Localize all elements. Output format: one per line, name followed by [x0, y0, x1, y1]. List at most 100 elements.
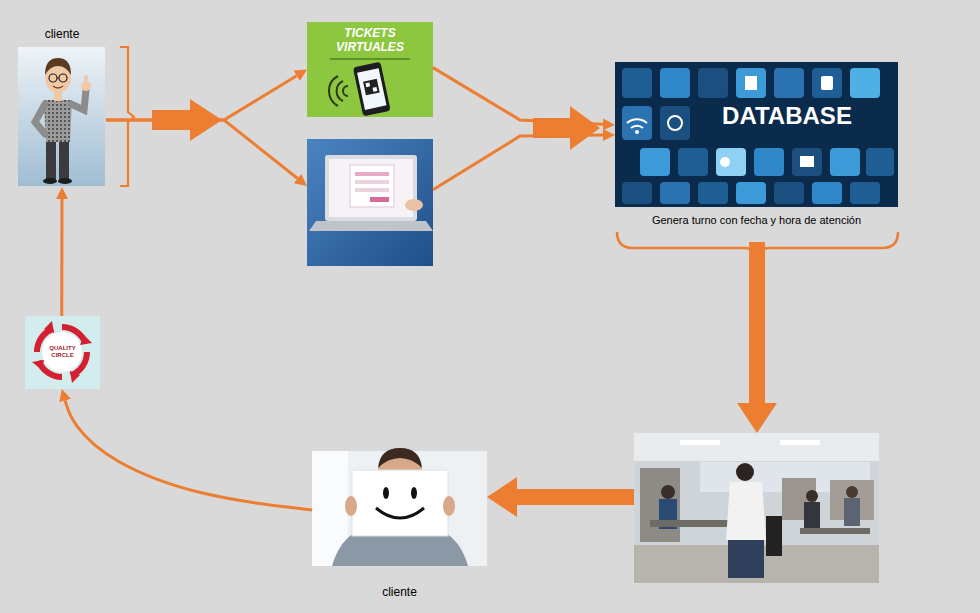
flow-arrow: [433, 68, 603, 125]
wireless-wave: [337, 81, 343, 101]
text-slot: cliente: [312, 586, 487, 600]
quality-circle-icon: QUALITY CIRCLE: [25, 316, 100, 389]
client-leg: [59, 140, 69, 180]
icon-tile: [850, 68, 880, 98]
cubicle-partition: [640, 468, 680, 542]
office-person: [804, 502, 820, 528]
office-person: [844, 498, 860, 526]
wifi-icon: [631, 126, 643, 128]
web-form-field: [355, 180, 389, 184]
icon-tile: [812, 68, 842, 98]
flow-arrow: [60, 199, 63, 316]
laptop-base: [309, 221, 433, 231]
client-thumb: [84, 75, 88, 84]
client-shoe: [43, 178, 57, 184]
text-slot: TICKETS VIRTUALES: [325, 27, 415, 55]
text-slot: cliente: [18, 28, 106, 42]
icon-tile: [640, 148, 670, 176]
office-person: [806, 490, 818, 502]
laptop-screen-frame: [325, 155, 417, 221]
client-arm: [35, 104, 45, 134]
flow-arrow: [106, 120, 298, 179]
client-hair: [45, 58, 71, 75]
node-label: cliente: [18, 28, 106, 42]
ticket-app-image: TICKETS VIRTUALES: [307, 22, 433, 117]
icon-tile: [660, 182, 690, 204]
icon-tile: [622, 68, 652, 98]
ceiling-light: [780, 440, 820, 445]
gear-icon: [720, 157, 730, 167]
ceiling-light: [680, 440, 720, 445]
qr-code: [365, 82, 370, 87]
icon-tile: [716, 148, 746, 176]
node-label: QUALITY CIRCLE: [44, 345, 81, 359]
icon-tile: [830, 148, 860, 176]
icon-tile: [660, 106, 690, 140]
block-arrow: [533, 106, 600, 150]
office-desk: [800, 528, 870, 534]
laptop-background: [307, 139, 433, 266]
office-ceiling: [634, 433, 879, 461]
client-shirt: [44, 100, 72, 142]
quality-arrowhead: [70, 371, 80, 383]
client-background: [18, 47, 105, 186]
icon-tile: [736, 182, 766, 204]
wifi-icon: [627, 119, 647, 123]
database-background: [615, 62, 898, 207]
web-form-button: [370, 197, 389, 202]
office-person: [728, 540, 764, 578]
laptop-screen: [329, 159, 413, 217]
office-person: [736, 463, 754, 481]
web-form: [350, 165, 394, 207]
ticket-app-subline: [330, 58, 410, 60]
person-hand: [443, 496, 455, 516]
icon-tile: [812, 182, 842, 204]
flow-arrow: [433, 135, 603, 190]
icon-tile: [754, 148, 784, 176]
database-tiles: [622, 68, 894, 204]
flow-arrow: [517, 489, 634, 505]
office-photo: [634, 433, 879, 583]
laptop-image: [307, 139, 433, 266]
phone-screen: [357, 68, 386, 110]
icon-tile: [660, 68, 690, 98]
qr-code: [373, 87, 378, 92]
smiley-paper: [352, 470, 448, 536]
icon-tile: [792, 148, 822, 176]
icon-tile: [774, 182, 804, 204]
icon-tile: [698, 68, 728, 98]
sync-icon: [668, 116, 682, 130]
client-leg: [46, 140, 56, 180]
person-hair: [378, 448, 422, 468]
node-label: TICKETS VIRTUALES: [325, 27, 415, 55]
icon-tile: [866, 148, 894, 176]
device-icon: [821, 76, 833, 90]
flow-arrow: [749, 242, 765, 403]
icon-tile: [678, 148, 708, 176]
client-glasses: [49, 74, 57, 82]
ticket-app-background: [307, 22, 433, 117]
icon-tile: [736, 68, 766, 98]
icon-tile: [774, 68, 804, 98]
text-slot: DATABASE: [707, 102, 867, 130]
node-label: cliente: [312, 586, 487, 600]
quality-arrowhead: [44, 321, 54, 333]
client-photo: cliente: [312, 451, 487, 603]
icon-tile: [698, 182, 728, 204]
smiley-mouth: [376, 508, 424, 518]
icon-tile: [622, 106, 652, 140]
phone-body: [353, 62, 391, 117]
smiley-eye: [383, 487, 389, 499]
quality-ring: [37, 327, 87, 377]
client-arm: [71, 90, 86, 110]
office-person: [726, 482, 766, 540]
client-glasses: [57, 77, 59, 78]
quality-center: [42, 332, 82, 372]
office-person: [661, 485, 675, 499]
web-form-field: [355, 172, 389, 176]
office-chair: [766, 516, 782, 556]
